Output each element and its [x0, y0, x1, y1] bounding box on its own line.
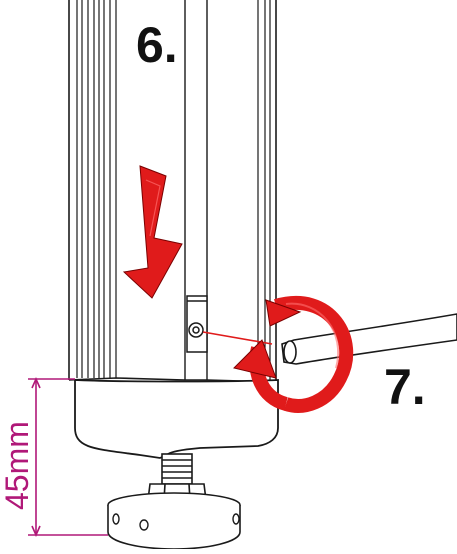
- leveling-foot: [107, 453, 241, 550]
- rotate-clockwise-icon: [233, 296, 354, 413]
- dimension-marker: [28, 377, 108, 537]
- column-profile: [68, 0, 277, 383]
- foot-housing: [74, 379, 279, 459]
- set-screw: [188, 322, 204, 338]
- step-7-label: 7.: [384, 359, 426, 415]
- arrow-down-icon: [122, 165, 183, 299]
- allen-key-icon: [281, 313, 457, 365]
- dimension-label: 45mm: [0, 421, 35, 510]
- step-6-label: 6.: [136, 17, 178, 73]
